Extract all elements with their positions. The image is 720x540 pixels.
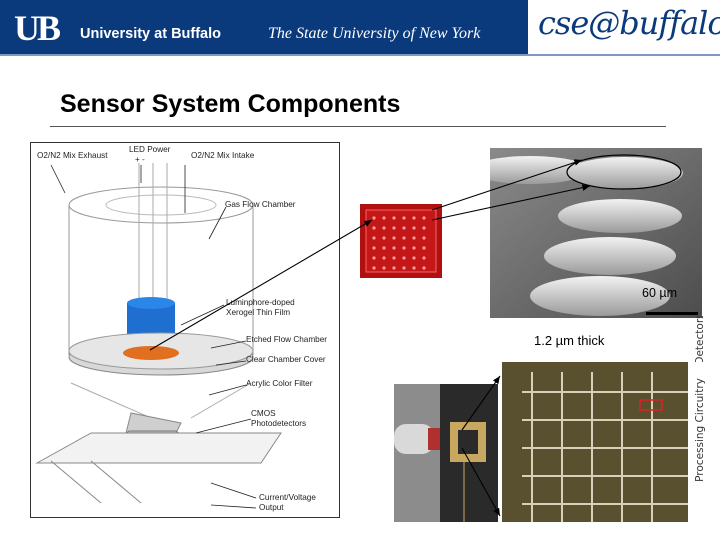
film-label-line1: Luminphore-doped (226, 298, 295, 307)
title-divider (50, 126, 666, 127)
detectors-label: Detectors (694, 316, 706, 362)
intake-label: O2/N2 Mix Intake (191, 151, 255, 160)
sensor-array-grid (365, 209, 437, 273)
led-polarity-label: + - (135, 155, 145, 164)
chamber-cover-label: Clear Chamber Cover (246, 355, 326, 364)
cse-buffalo-logo: cse@buffalo (538, 4, 720, 42)
led-power-label: LED Power (129, 145, 171, 154)
gas-flow-chamber-label: Gas Flow Chamber (225, 200, 296, 209)
detector-die-photo (502, 362, 688, 522)
detector-die-drawing (502, 362, 688, 522)
cse-logo-box (528, 0, 720, 56)
detectors-label-box: Detectors (690, 316, 710, 362)
university-banner (0, 0, 528, 56)
etched-chamber-label: Etched Flow Chamber (246, 335, 327, 344)
page-title: Sensor System Components (60, 90, 401, 118)
sem-micrograph (490, 148, 702, 318)
color-filter-label: Acrylic Color Filter (246, 379, 313, 388)
output-label-line2: Output (259, 503, 284, 512)
state-university-name: The State University of New York (268, 25, 481, 42)
scale-label: 60 µm (642, 286, 677, 300)
exhaust-label: O2/N2 Mix Exhaust (37, 151, 108, 160)
film-label-line2: Xerogel Thin Film (226, 308, 291, 317)
sensor-diagram: O2/N2 Mix Exhaust LED Power + - O2/N2 Mi… (30, 142, 340, 518)
output-label-line1: Current/Voltage (259, 493, 316, 502)
ub-logo: UB (14, 8, 61, 48)
chip-package-drawing (394, 384, 498, 522)
processing-circuitry-label: Processing Circuitry (694, 378, 706, 482)
scale-bar (646, 312, 698, 315)
cmos-label-line1: CMOS (251, 409, 276, 418)
chip-package-photo (394, 384, 498, 522)
thickness-label: 1.2 µm thick (534, 333, 605, 348)
sensor-array-chip (360, 204, 442, 278)
processing-circuitry-label-box: Processing Circuitry (690, 372, 710, 488)
university-name: University at Buffalo (80, 26, 221, 42)
cmos-label-line2: Photodetectors (251, 419, 307, 428)
